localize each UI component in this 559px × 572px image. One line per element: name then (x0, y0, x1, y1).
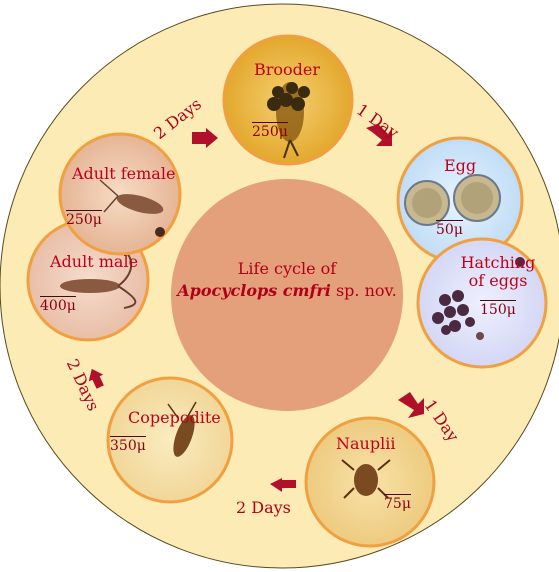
adult-female-photo (60, 134, 180, 254)
scale-copepodite: 350μ (110, 436, 146, 453)
label-nauplii: Nauplii (336, 436, 395, 452)
scale-brooder: 250μ (252, 122, 288, 139)
label-egg: Egg (444, 158, 476, 174)
scale-adult-female: 250μ (66, 210, 102, 227)
label-adult-male: Adult male (50, 254, 138, 270)
scale-adult-male: 400μ (40, 296, 76, 313)
label-copepodite: Copepodite (128, 410, 221, 426)
label-adult-female: Adult female (72, 166, 175, 182)
species-name: Apocyclops cmfri (177, 281, 331, 300)
center-title-line2: Apocyclops cmfri sp. nov. (172, 280, 402, 302)
scale-egg: 50μ (436, 220, 463, 237)
label-brooder: Brooder (254, 62, 320, 78)
scale-nauplii: 75μ (384, 494, 411, 511)
scale-hatching: 150μ (480, 300, 516, 317)
brooder-photo (224, 36, 352, 164)
label-hatching-text: Hatching of eggs (461, 253, 536, 290)
label-hatching: Hatching of eggs (458, 254, 538, 290)
center-title: Life cycle of Apocyclops cmfri sp. nov. (172, 258, 402, 302)
center-title-line1: Life cycle of (172, 258, 402, 280)
species-suffix: sp. nov. (331, 281, 397, 300)
duration-nauplii-to-copepodite: 2 Days (236, 498, 291, 517)
